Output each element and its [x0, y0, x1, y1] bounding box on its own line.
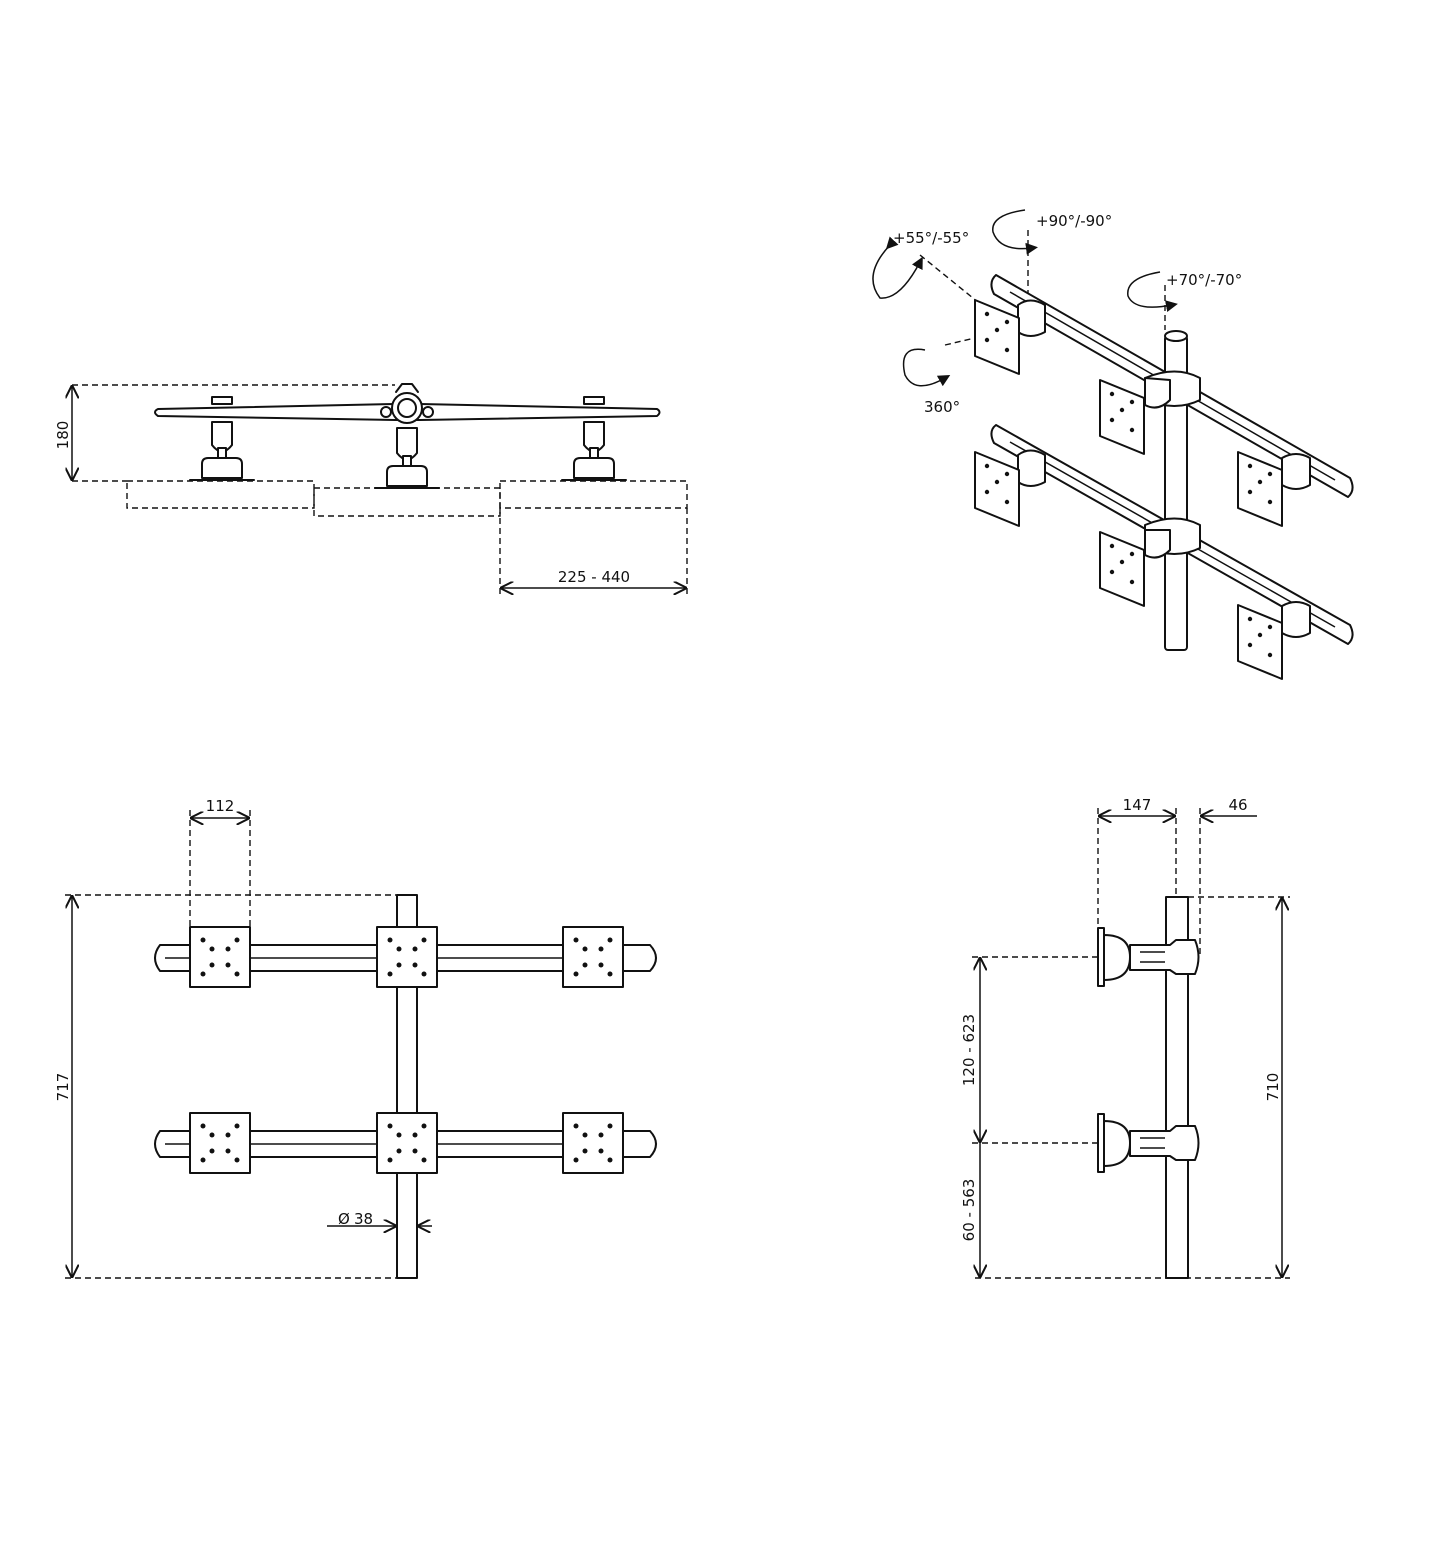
- swivel-arrow-icon: [992, 209, 1038, 255]
- pole-diameter-label: 38: [354, 1210, 373, 1228]
- rotation-arrow-icon: [902, 348, 951, 387]
- upper-head: [1097, 927, 1200, 987]
- depth-label: 147: [1123, 796, 1152, 814]
- tilt-arrow-icon: [872, 236, 923, 299]
- side-view: 147 46 710 120 - 623 60 - 563: [960, 796, 1290, 1279]
- monitor-heads: [974, 299, 1311, 680]
- upper-range-label: 120 - 623: [960, 1014, 978, 1086]
- desk-outline: [313, 487, 501, 517]
- top-view: 180 225 - 440: [54, 383, 688, 595]
- arm-swivel-arrow-icon: [1127, 271, 1178, 313]
- isometric-view: +55°/-55° +90°/-90° +70°/-70° 360°: [872, 209, 1354, 680]
- plate-width-label: 112: [206, 797, 235, 815]
- height-dimension-label: 180: [54, 421, 72, 450]
- pole-height-label: 710: [1264, 1073, 1282, 1102]
- lower-head: [1097, 1113, 1200, 1173]
- pole: [396, 894, 418, 1279]
- pole-diameter-symbol: Ø: [338, 1210, 350, 1228]
- lower-range-label: 60 - 563: [960, 1179, 978, 1242]
- arm-swivel-label: +70°/-70°: [1166, 271, 1242, 289]
- front-view: 112 717 Ø 38: [54, 797, 657, 1279]
- clamps: [189, 396, 627, 489]
- clamp-range-label: 225 - 440: [558, 568, 630, 586]
- rotation-label: 360°: [924, 398, 960, 416]
- desk-outline: [126, 480, 315, 509]
- total-height-label: 717: [54, 1073, 72, 1102]
- offset-label: 46: [1228, 796, 1247, 814]
- tilt-label: +55°/-55°: [893, 229, 969, 247]
- desk-outline: [499, 480, 688, 509]
- swivel-label: +90°/-90°: [1036, 212, 1112, 230]
